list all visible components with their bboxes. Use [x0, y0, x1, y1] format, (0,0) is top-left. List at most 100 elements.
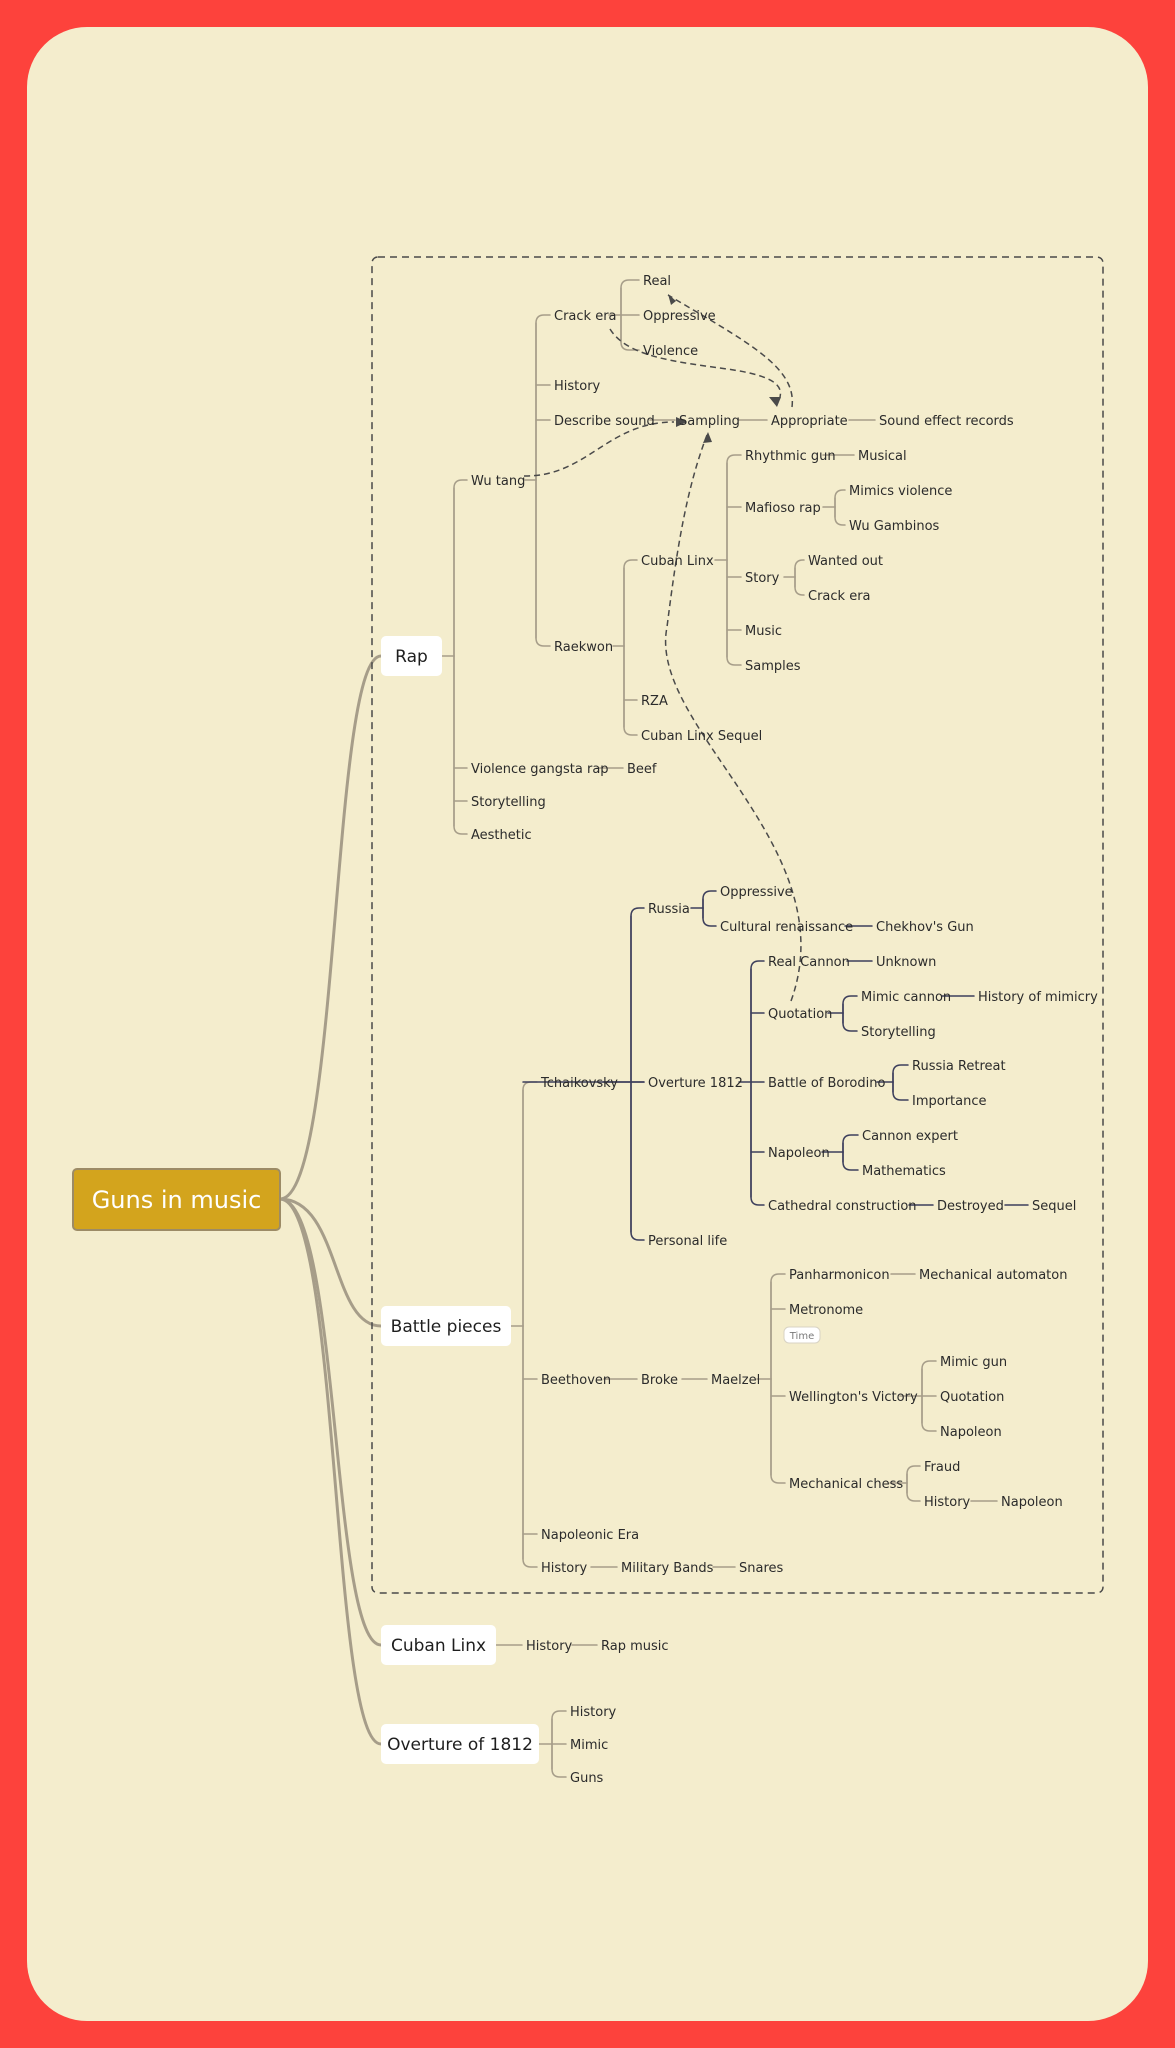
tchaik-child-0 — [630, 907, 645, 1083]
topic-mechanical-chess[interactable]: Mechanical chess — [789, 1477, 903, 1492]
topic-beef[interactable]: Beef — [627, 762, 657, 777]
battle-child-0 — [522, 1081, 538, 1327]
topic-tchaikovsky[interactable]: Tchaikovsky — [540, 1076, 618, 1091]
topic-battle-of-borodino[interactable]: Battle of Borodino — [768, 1076, 885, 1091]
node-connectors — [441, 279, 1029, 1778]
wellington-child-2 — [921, 1395, 937, 1432]
topic-crack-era-2[interactable]: Crack era — [808, 589, 871, 604]
topic-oppressive-2[interactable]: Oppressive — [720, 885, 793, 900]
quotation-child-0 — [842, 995, 858, 1014]
topic-history-of-mimicry[interactable]: History of mimicry — [978, 990, 1098, 1005]
branch-rap[interactable]: Rap — [381, 636, 442, 676]
topic-storytelling[interactable]: Storytelling — [471, 795, 546, 810]
topic-appropriate[interactable]: Appropriate — [771, 414, 848, 429]
topic-sound-effect-records[interactable]: Sound effect records — [879, 414, 1014, 429]
topic-aesthetic[interactable]: Aesthetic — [471, 828, 532, 843]
quotation-child-1 — [842, 1012, 858, 1032]
topic-musical[interactable]: Musical — [858, 449, 907, 464]
topic-oppressive[interactable]: Oppressive — [643, 309, 716, 324]
topic-real-cannon[interactable]: Real Cannon — [768, 955, 850, 970]
branch-overture-of-1812[interactable]: Overture of 1812 — [381, 1724, 539, 1764]
battle-child-3 — [522, 1325, 538, 1568]
topic-overture-1812[interactable]: Overture 1812 — [648, 1076, 743, 1091]
mindmap-diagram: Guns in music Rap Battle pieces Cuban Li… — [72, 256, 1104, 1786]
topic-describe-sound[interactable]: Describe sound — [554, 414, 655, 429]
topic-napoleon[interactable]: Napoleon — [768, 1146, 830, 1161]
relationship-quotation-sampling — [664, 434, 802, 1002]
topic-quotation[interactable]: Quotation — [768, 1007, 832, 1022]
topic-cuban-linx[interactable]: Cuban Linx — [641, 554, 714, 569]
topic-mathematics[interactable]: Mathematics — [862, 1164, 946, 1179]
topic-rap-music[interactable]: Rap music — [601, 1639, 669, 1654]
branch-cuban-linx-label: Cuban Linx — [391, 1636, 486, 1656]
topic-overture-mimic[interactable]: Mimic — [570, 1738, 608, 1753]
raekwon-child-2 — [623, 645, 638, 736]
branch-cuban-linx[interactable]: Cuban Linx — [381, 1625, 496, 1665]
topic-personal-life[interactable]: Personal life — [648, 1234, 727, 1249]
mindmap-canvas: Guns in music Rap Battle pieces Cuban Li… — [27, 27, 1148, 2021]
topic-wanted-out[interactable]: Wanted out — [808, 554, 883, 569]
topic-chekhovs-gun[interactable]: Chekhov's Gun — [876, 920, 974, 935]
topic-cuban-history[interactable]: History — [526, 1639, 573, 1654]
topic-wu-gambinos[interactable]: Wu Gambinos — [849, 519, 940, 534]
topic-beethoven[interactable]: Beethoven — [541, 1373, 611, 1388]
topic-mafioso-rap[interactable]: Mafioso rap — [745, 501, 821, 516]
topic-real[interactable]: Real — [643, 274, 671, 289]
topic-russia[interactable]: Russia — [648, 902, 690, 917]
topic-overture-history[interactable]: History — [570, 1705, 617, 1720]
topic-cannon-expert[interactable]: Cannon expert — [862, 1129, 958, 1144]
wutang-child-3 — [535, 479, 551, 647]
topic-metronome[interactable]: Metronome — [789, 1303, 863, 1318]
topic-fraud[interactable]: Fraud — [924, 1460, 960, 1475]
topic-panharmonicon[interactable]: Panharmonicon — [789, 1268, 890, 1283]
topic-snares[interactable]: Snares — [739, 1561, 784, 1576]
topic-mechanical-automaton[interactable]: Mechanical automaton — [919, 1268, 1067, 1283]
topic-overture-guns[interactable]: Guns — [570, 1771, 604, 1786]
topic-wu-tang[interactable]: Wu tang — [471, 474, 525, 489]
branch-battle-pieces[interactable]: Battle pieces — [381, 1306, 511, 1346]
topic-unknown[interactable]: Unknown — [876, 955, 936, 970]
topic-rza[interactable]: RZA — [641, 694, 668, 709]
topic-sequel[interactable]: Sequel — [1032, 1199, 1076, 1214]
topic-destroyed[interactable]: Destroyed — [937, 1199, 1004, 1214]
mechchess-child-1 — [906, 1482, 921, 1502]
topic-wellingtons-victory[interactable]: Wellington's Victory — [789, 1390, 918, 1405]
wutang-child-0 — [535, 314, 551, 481]
root-node[interactable]: Guns in music — [72, 1168, 281, 1231]
topic-music[interactable]: Music — [745, 624, 782, 639]
topic-samples[interactable]: Samples — [745, 659, 801, 674]
topic-rhythmic-gun[interactable]: Rhythmic gun — [745, 449, 836, 464]
napoleon-child-0 — [842, 1134, 859, 1153]
root-edge-2 — [278, 1197, 383, 1647]
topic-importance[interactable]: Importance — [912, 1094, 987, 1109]
topic-violence-gangsta-rap[interactable]: Violence gangsta rap — [471, 762, 609, 777]
topic-history-4[interactable]: History — [541, 1561, 588, 1576]
topic-maelzel[interactable]: Maelzel — [711, 1373, 760, 1388]
topic-storytelling-2[interactable]: Storytelling — [861, 1025, 936, 1040]
root-edge-1 — [278, 1197, 383, 1328]
topic-russia-retreat[interactable]: Russia Retreat — [912, 1059, 1006, 1074]
topic-history[interactable]: History — [554, 379, 601, 394]
topic-napoleon-2[interactable]: Napoleon — [940, 1425, 1002, 1440]
topic-mimic-cannon[interactable]: Mimic cannon — [861, 990, 951, 1005]
topic-napoleon-3[interactable]: Napoleon — [1001, 1495, 1063, 1510]
topic-raekwon[interactable]: Raekwon — [554, 640, 613, 655]
topic-story[interactable]: Story — [745, 571, 780, 586]
topic-sampling[interactable]: Sampling — [679, 414, 740, 429]
topic-mimic-gun[interactable]: Mimic gun — [940, 1355, 1007, 1370]
topic-crack-era[interactable]: Crack era — [554, 309, 617, 324]
topic-cuban-linx-sequel[interactable]: Cuban Linx Sequel — [641, 729, 762, 744]
topic-broke[interactable]: Broke — [641, 1373, 678, 1388]
topic-violence[interactable]: Violence — [643, 344, 698, 359]
arrowhead-appropriate — [769, 397, 781, 407]
topic-military-bands[interactable]: Military Bands — [621, 1561, 714, 1576]
branch-rap-label: Rap — [395, 647, 428, 667]
root-title: Guns in music — [92, 1186, 262, 1214]
mechchess-child-0 — [906, 1465, 921, 1484]
topic-cultural-renaissance[interactable]: Cultural renaissance — [720, 920, 853, 935]
topic-mimics-violence[interactable]: Mimics violence — [849, 484, 952, 499]
topic-cathedral-construction[interactable]: Cathedral construction — [768, 1199, 917, 1214]
topic-napoleonic-era[interactable]: Napoleonic Era — [541, 1528, 639, 1543]
topic-history-3[interactable]: History — [924, 1495, 971, 1510]
topic-quotation-2[interactable]: Quotation — [940, 1390, 1004, 1405]
